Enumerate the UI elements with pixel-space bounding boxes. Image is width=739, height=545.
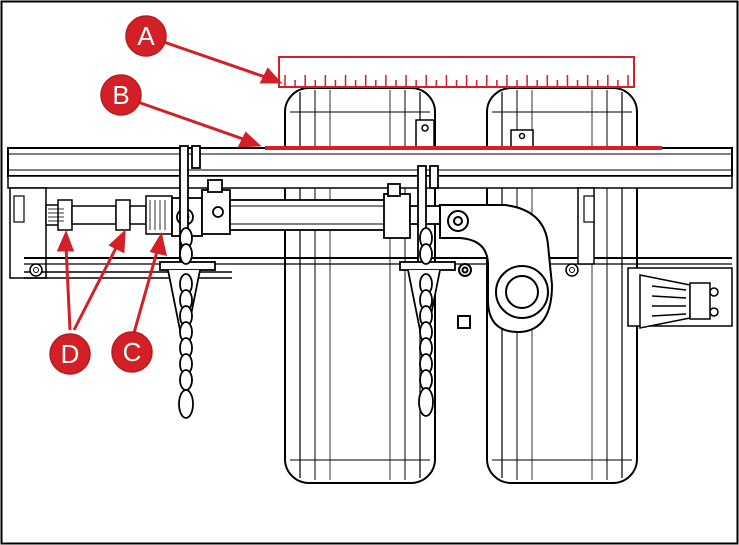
frame-beam — [7, 147, 733, 177]
callout-b-label: B — [112, 80, 129, 110]
safety-chain-right — [399, 165, 456, 417]
callout-a-label: A — [137, 21, 155, 51]
callout-c: C — [111, 331, 153, 373]
callout-d-label: D — [61, 339, 80, 369]
leader-arrows — [56, 38, 283, 341]
threaded-rod — [45, 195, 173, 235]
safety-chain-left — [159, 145, 216, 419]
lower-frame — [7, 175, 733, 279]
measurement-ruler — [278, 56, 635, 88]
callout-b: B — [100, 74, 142, 116]
top-bracket-left — [415, 119, 435, 151]
right-hub — [627, 267, 733, 329]
hydraulic-cylinder — [171, 179, 441, 239]
callout-d: D — [49, 333, 91, 375]
callout-c-label: C — [123, 337, 142, 367]
callout-a: A — [125, 15, 167, 57]
pivot-arm — [439, 204, 554, 334]
